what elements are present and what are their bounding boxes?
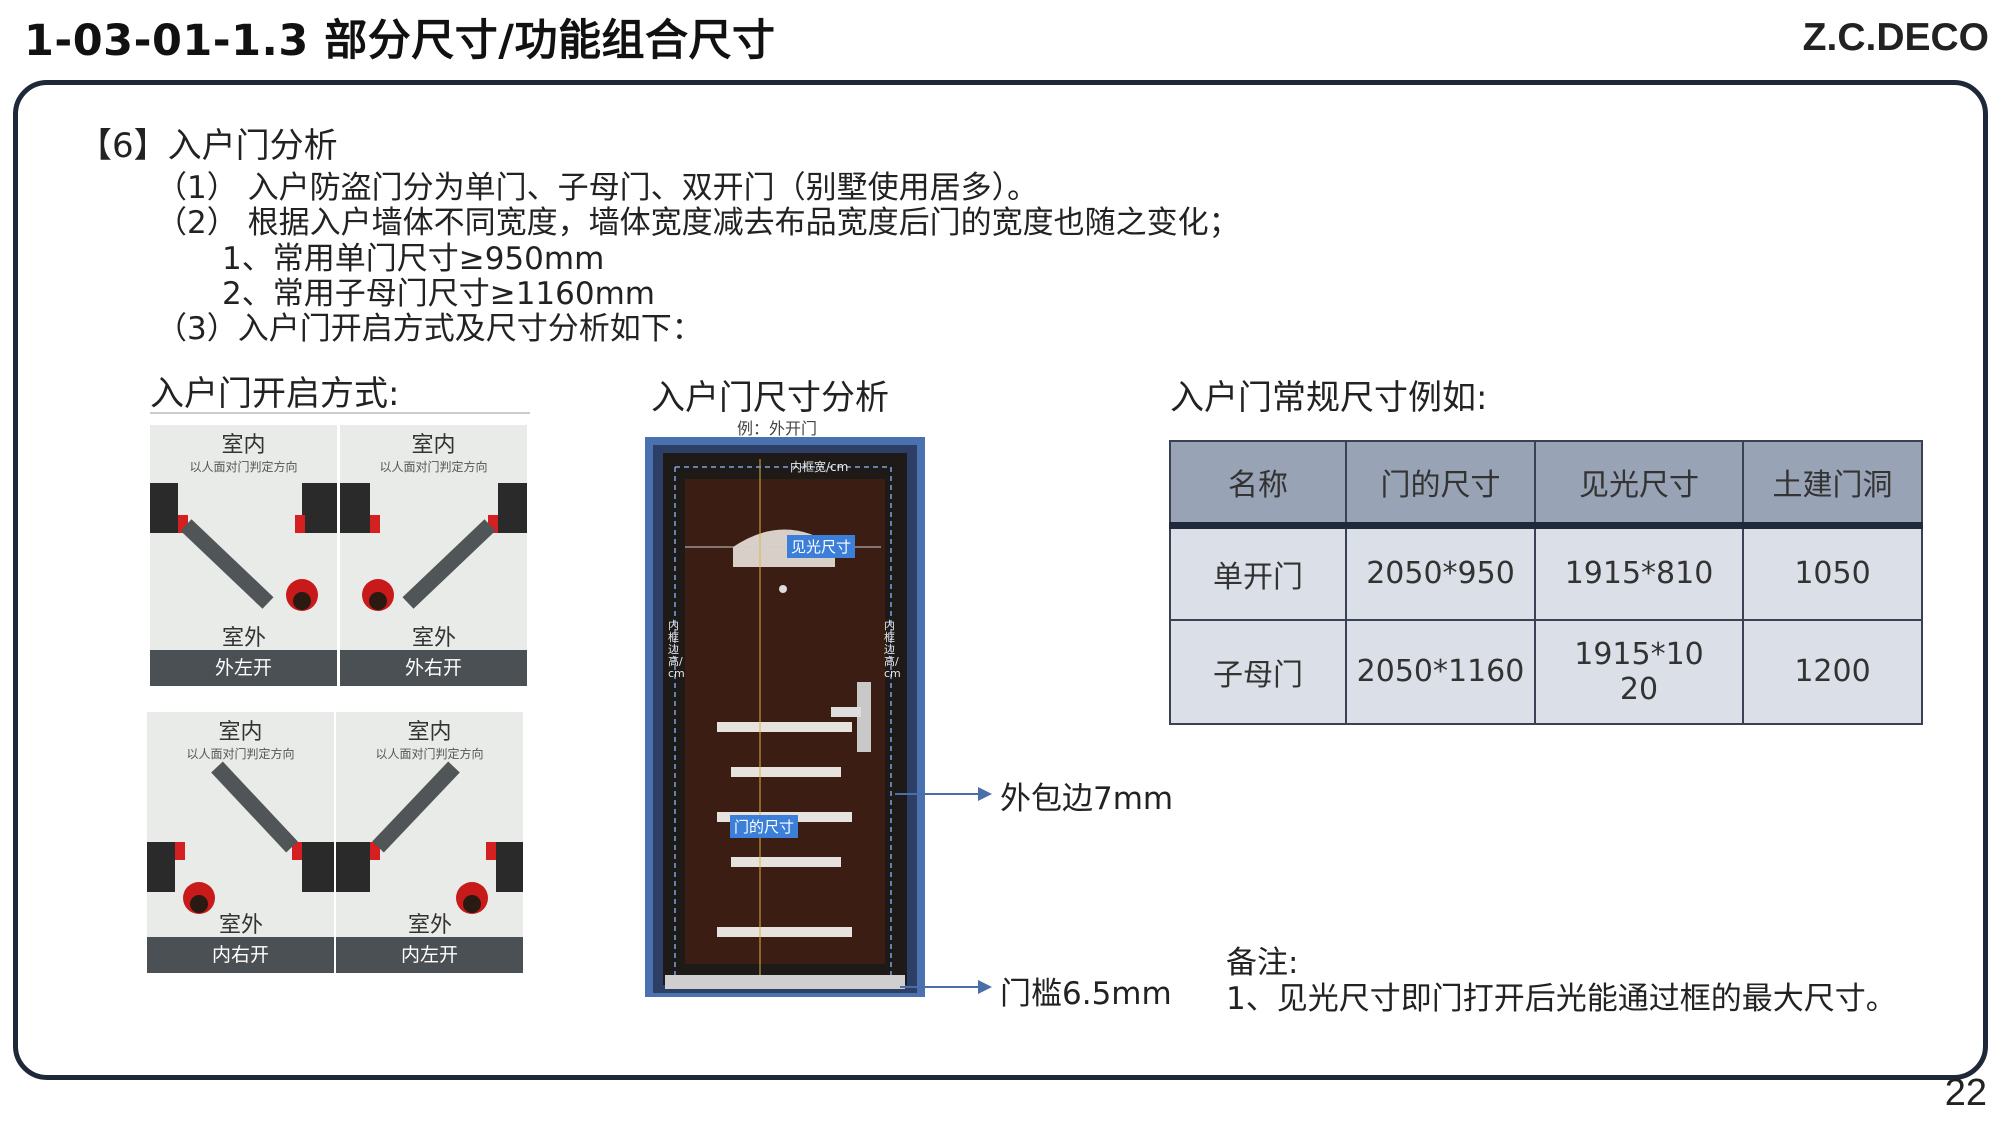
divider: [150, 412, 530, 414]
column-header: 名称: [1169, 440, 1347, 529]
opening-label: 内右开: [147, 937, 334, 973]
intro-line-2: （2） 根据入户墙体不同宽度，墙体宽度减去布品宽度后门的宽度也随之变化；: [156, 205, 1240, 241]
table-cell: 1915*1020: [1534, 618, 1744, 725]
table-cell: 2050*950: [1345, 524, 1536, 621]
indoor-label: 室内: [221, 433, 266, 458]
brand-logo: Z.C.DECO: [1802, 16, 1989, 59]
inner-frame-width-label: 内框宽/cm: [790, 460, 849, 474]
door-illustration: [645, 437, 925, 997]
table-cell: 1050: [1742, 524, 1923, 621]
table-cell: 1200: [1742, 618, 1923, 725]
threshold-arrow: [900, 986, 980, 988]
direction-note: 以人面对门判定方向: [379, 460, 488, 474]
table-cell: 2050*1160: [1345, 618, 1536, 725]
column-header: 门的尺寸: [1345, 440, 1536, 529]
table-cell: 单开门: [1169, 524, 1347, 621]
table-cell: 1915*810: [1534, 524, 1744, 621]
intro-line-4: 2、常用子母门尺寸≥1160mm: [222, 276, 655, 312]
opening-label: 内左开: [336, 937, 523, 973]
intro-line-3: 1、常用单门尺寸≥950mm: [222, 241, 605, 277]
opening-card-in-right: 室内 以人面对门判定方向 室外 内右开: [147, 712, 334, 973]
content-frame: [13, 80, 1988, 1080]
sizes-title: 入户门常规尺寸例如:: [1170, 378, 1488, 418]
column-header: 土建门洞: [1742, 440, 1923, 529]
opening-card-out-right: 室内 以人面对门判定方向 室外 外右开: [340, 425, 527, 686]
threshold-label: 门槛6.5mm: [1000, 976, 1172, 1012]
intro-line-5: （3）入户门开启方式及尺寸分析如下：: [156, 311, 703, 347]
page-number: 22: [1944, 1072, 1987, 1114]
table-header-row: 名称 门的尺寸 见光尺寸 土建门洞: [1169, 440, 1923, 529]
threshold-arrow-head: [978, 980, 992, 994]
trim-arrow-head: [978, 787, 992, 801]
inner-frame-height-right: 内框边高/cm: [884, 619, 901, 680]
trim-label: 外包边7mm: [1000, 781, 1174, 817]
column-header: 见光尺寸: [1534, 440, 1744, 529]
door-swing-diagram: [147, 761, 334, 914]
size-table: 名称 门的尺寸 见光尺寸 土建门洞 单开门 2050*950 1915*810 …: [1169, 440, 1923, 725]
intro-line-1: （1） 入户防盗门分为单门、子母门、双开门（别墅使用居多）。: [156, 170, 1039, 206]
direction-note: 以人面对门判定方向: [186, 747, 295, 761]
notes-title: 备注:: [1226, 945, 1299, 981]
door-size-tag: 门的尺寸: [730, 815, 799, 838]
outdoor-label: 室外: [412, 626, 457, 651]
door-example-note: 例：外开门: [737, 419, 818, 438]
outdoor-label: 室外: [222, 626, 267, 651]
outdoor-label: 室外: [408, 913, 453, 938]
indoor-label: 室内: [411, 433, 456, 458]
door-swing-diagram: [150, 483, 337, 611]
table-row: 单开门 2050*950 1915*810 1050: [1169, 524, 1923, 621]
trim-arrow: [895, 793, 980, 795]
opening-title: 入户门开启方式:: [150, 374, 400, 414]
door-swing-diagram: [340, 483, 527, 611]
opening-label: 外右开: [340, 650, 527, 686]
opening-card-in-left: 室内 以人面对门判定方向 室外 内左开: [336, 712, 523, 973]
table-cell: 子母门: [1169, 618, 1347, 725]
opening-card-out-left: 室内 以人面对门判定方向 室外 外左开: [150, 425, 337, 686]
door-swing-diagram: [336, 761, 523, 914]
page-title: 1-03-01-1.3 部分尺寸/功能组合尺寸: [24, 16, 776, 66]
visible-size-tag: 见光尺寸: [787, 535, 856, 558]
inner-frame-height-left: 内框边高/cm: [668, 619, 685, 680]
notes-line: 1、见光尺寸即门打开后光能通过框的最大尺寸。: [1226, 981, 1897, 1017]
section-title: 【6】入户门分析: [78, 126, 338, 166]
indoor-label: 室内: [407, 720, 452, 745]
opening-label: 外左开: [150, 650, 337, 686]
direction-note: 以人面对门判定方向: [375, 747, 484, 761]
door-analysis-title: 入户门尺寸分析: [651, 378, 889, 418]
indoor-label: 室内: [218, 720, 263, 745]
outdoor-label: 室外: [219, 913, 264, 938]
table-row: 子母门 2050*1160 1915*1020 1200: [1169, 618, 1923, 725]
direction-note: 以人面对门判定方向: [189, 460, 298, 474]
